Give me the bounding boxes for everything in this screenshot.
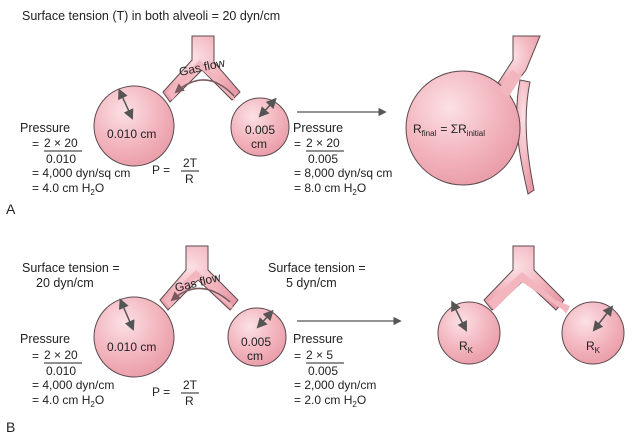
panel-b-right-eq-sign: = bbox=[294, 349, 301, 363]
panel-b-large-radius-arrow bbox=[119, 298, 135, 331]
panel-a-result-label: Rfinal= ΣRinitial bbox=[413, 122, 485, 138]
panel-b-large-radius-label: 0.010 cm bbox=[107, 340, 156, 354]
panel-b-left-line1: = 4,000 dyn/cm bbox=[32, 378, 114, 392]
panel-b-right-line1: = 2,000 dyn/cm bbox=[294, 378, 376, 392]
panel-a-right-pressure-label: Pressure bbox=[293, 121, 343, 135]
panel-b-small-radius-arrow bbox=[256, 309, 274, 329]
panel-a-right-line1: = 8,000 dyn/sq cm bbox=[294, 166, 392, 180]
panel-b-formula-lhs: P = bbox=[152, 385, 170, 399]
panel-b-right-line2: = 2.0 cm H2O bbox=[294, 393, 366, 409]
panel-b-result-right-label: RK bbox=[586, 339, 601, 355]
panel-a-small-radius-unit: cm bbox=[251, 137, 267, 151]
panel-a-title: Surface tension (T) in both alveoli = 20… bbox=[22, 9, 280, 23]
panel-b-result-left-label: RK bbox=[459, 339, 474, 355]
panel-b-left-tension-line2: 20 dyn/cm bbox=[36, 276, 94, 290]
panel-a-large-radius-label: 0.010 cm bbox=[107, 127, 156, 141]
panel-a-left-eq-sign: = bbox=[32, 137, 39, 151]
panel-a-large-radius-arrow bbox=[118, 88, 134, 120]
panel-b-left-eq-sign: = bbox=[32, 349, 39, 363]
panel-b-left-tension-line1: Surface tension = bbox=[22, 261, 120, 275]
panel-a-left-line2: = 4.0 cm H2O bbox=[32, 181, 104, 197]
panel-b-right-numerator: 2 × 5 bbox=[306, 348, 333, 362]
panel-a-right-numerator: 2 × 20 bbox=[306, 136, 340, 150]
panel-a-formula-numerator: 2T bbox=[183, 156, 198, 170]
panel-a-formula-denominator: R bbox=[185, 172, 194, 186]
panel-b-left-denominator: 0.010 bbox=[46, 364, 76, 378]
panel-b-large-alveolus bbox=[93, 296, 175, 378]
panel-a-left-numerator: 2 × 20 bbox=[44, 136, 78, 150]
panel-a-small-radius-arrow bbox=[258, 97, 277, 118]
panel-a-result-alveolus bbox=[405, 70, 521, 186]
panel-a-right-denominator: 0.005 bbox=[308, 152, 338, 166]
panel-b-right-pressure-label: Pressure bbox=[293, 332, 343, 346]
panel-b-result-left-radius-arrow bbox=[451, 300, 467, 332]
panel-b-right-tension-line1: Surface tension = bbox=[268, 261, 366, 275]
panel-a-large-alveolus bbox=[93, 85, 175, 167]
panel-b-letter: B bbox=[6, 419, 15, 435]
panel-a-right-line2: = 8.0 cm H2O bbox=[294, 181, 366, 197]
panel-a-small-radius-label: 0.005 bbox=[245, 123, 275, 137]
panel-a-right-eq-sign: = bbox=[294, 137, 301, 151]
panel-b-small-radius-unit: cm bbox=[247, 349, 263, 363]
panel-a-left-line1: = 4,000 dyn/sq cm bbox=[32, 166, 130, 180]
panel-b-left-numerator: 2 × 20 bbox=[44, 348, 78, 362]
panel-b-result-right-radius-arrow bbox=[592, 305, 614, 332]
panel-b-left-line2: = 4.0 cm H2O bbox=[32, 393, 104, 409]
panel-b-result-right-alveolus bbox=[561, 301, 625, 365]
panel-b-small-radius-label: 0.005 bbox=[241, 335, 271, 349]
panel-a-left-denominator: 0.010 bbox=[46, 152, 76, 166]
panel-a-formula-lhs: P = bbox=[152, 163, 170, 177]
panel-b-right-tension-line2: 5 dyn/cm bbox=[286, 276, 337, 290]
panel-b-formula-numerator: 2T bbox=[183, 378, 198, 392]
panel-b-right-denominator: 0.005 bbox=[308, 364, 338, 378]
panel-a-letter: A bbox=[6, 201, 16, 217]
panel-b-gas-flow-arrow bbox=[170, 287, 231, 303]
panel-b-formula-denominator: R bbox=[185, 394, 194, 408]
panel-b-left-pressure-label: Pressure bbox=[20, 332, 70, 346]
panel-a-left-pressure-label: Pressure bbox=[20, 121, 70, 135]
panel-a-gas-flow-arrow bbox=[174, 79, 235, 97]
